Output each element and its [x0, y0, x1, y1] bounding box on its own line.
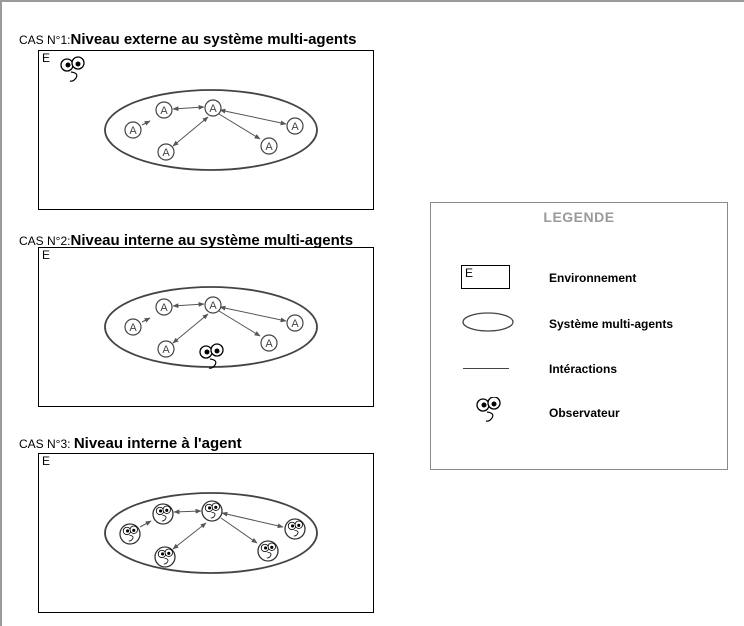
- svg-text:A: A: [129, 322, 137, 334]
- agent-node: A: [204, 296, 222, 314]
- agent-node: A: [157, 340, 175, 358]
- legend-mas-symbol: [462, 312, 514, 332]
- agent-node: A: [260, 137, 278, 155]
- agent-node: A: [286, 314, 304, 332]
- agent-observer-node: [257, 540, 279, 562]
- case-1-heading: Niveau externe au système multi-agents: [70, 31, 357, 48]
- case-2-diagram: A A A A A A: [104, 286, 318, 369]
- case-1-env-label: E: [42, 51, 51, 65]
- svg-text:A: A: [129, 125, 137, 137]
- svg-text:A: A: [209, 300, 217, 312]
- svg-text:A: A: [291, 318, 299, 330]
- case-1-prefix: CAS N°1:: [19, 33, 71, 47]
- svg-text:A: A: [160, 302, 168, 314]
- agent-node: A: [204, 99, 222, 117]
- case-2-env-label: E: [42, 248, 51, 262]
- case-3-heading: Niveau interne à l'agent: [73, 435, 242, 452]
- svg-text:A: A: [291, 121, 299, 133]
- interaction-arrows: [139, 508, 284, 550]
- svg-text:A: A: [265, 338, 273, 350]
- legend-observer-label: Observateur: [549, 406, 620, 420]
- interaction-arrows: [141, 301, 287, 344]
- case-2-heading: Niveau interne au système multi-agents: [70, 232, 354, 249]
- observer-icon: [60, 56, 85, 82]
- legend-environment-label: Environnement: [549, 271, 637, 285]
- agent-node: A: [155, 298, 173, 316]
- legend-box: LEGENDE E Environnement Système multi-ag…: [430, 202, 728, 470]
- agent-node: A: [260, 334, 278, 352]
- legend-environment-symbol-label: E: [465, 266, 474, 280]
- agent-observer-node: [119, 523, 141, 545]
- legend-observer-icon: [476, 397, 501, 422]
- agent-observer-node: [152, 503, 174, 525]
- case-2-title: CAS N°2:Niveau interne au système multi-…: [19, 233, 353, 249]
- case-1-diagram: A A A A A A: [60, 56, 318, 171]
- case-3-env-label: E: [42, 454, 51, 468]
- agent-observer-node: [154, 546, 176, 568]
- svg-text:A: A: [162, 147, 170, 159]
- case-3-environment-box: E: [38, 453, 374, 613]
- agent-node: A: [157, 143, 175, 161]
- legend-mas-label: Système multi-agents: [549, 317, 674, 331]
- case-3-diagram: [104, 492, 318, 574]
- legend-interaction-label: Intéractions: [549, 362, 618, 376]
- case-1-title: CAS N°1:Niveau externe au système multi-…: [19, 32, 356, 48]
- svg-text:A: A: [160, 105, 168, 117]
- case-2-prefix: CAS N°2:: [19, 234, 71, 248]
- case-3-prefix: CAS N°3:: [19, 437, 74, 451]
- frame-left-border: [0, 0, 2, 626]
- legend-environment-symbol: E: [461, 265, 510, 289]
- svg-text:A: A: [162, 344, 170, 356]
- agent-node: A: [124, 318, 142, 336]
- agent-observer-node: [284, 518, 306, 540]
- case-2-environment-box: E A A A A A A: [38, 247, 374, 407]
- case-1-environment-box: E A A A A A A: [38, 50, 374, 210]
- case-3-title: CAS N°3: Niveau interne à l'agent: [19, 436, 242, 452]
- agent-node: A: [124, 121, 142, 139]
- svg-text:A: A: [209, 103, 217, 115]
- agent-node: A: [286, 117, 304, 135]
- observer-icon: [199, 343, 224, 369]
- legend-interaction-symbol: [463, 368, 509, 369]
- legend-title: LEGENDE: [543, 209, 615, 225]
- agent-node: A: [155, 101, 173, 119]
- svg-text:A: A: [265, 141, 273, 153]
- interaction-arrows: [141, 104, 287, 147]
- agent-observer-node: [201, 500, 223, 522]
- frame-top-border: [0, 0, 744, 2]
